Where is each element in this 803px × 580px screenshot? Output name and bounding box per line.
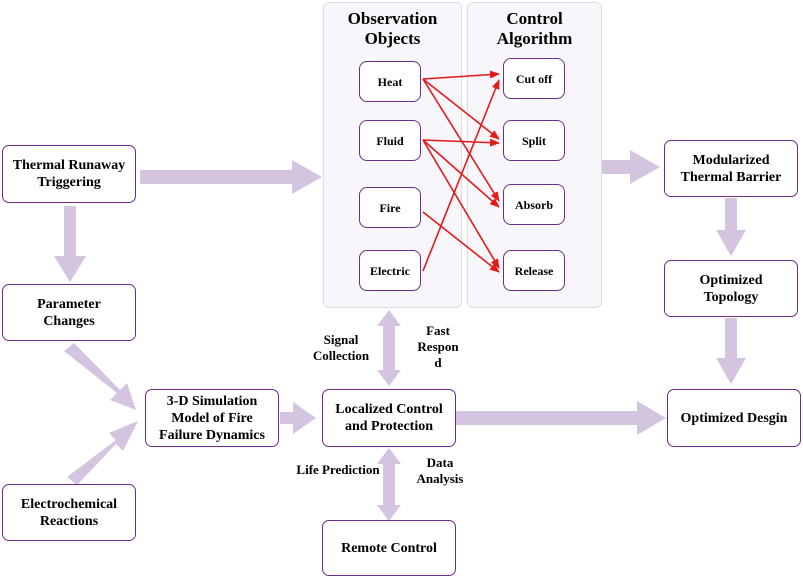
simulation-model-box: 3-D Simulation Model of Fire Failure Dyn… — [145, 389, 279, 447]
arrow-topology-to-design — [716, 318, 746, 384]
observation-fluid: Fluid — [359, 120, 421, 161]
arrow-triggering-to-parameter — [54, 206, 86, 282]
thermal-runaway-box: Thermal Runaway Triggering — [2, 145, 136, 203]
observation-electric: Electric — [359, 250, 421, 291]
control-release: Release — [503, 250, 565, 291]
data-analysis-label: Data Analysis — [416, 455, 464, 486]
localized-control-box: Localized Control and Protection — [322, 389, 456, 447]
modularized-barrier-box: Modularized Thermal Barrier — [664, 140, 798, 197]
arrow-simulation-to-localized — [280, 402, 316, 434]
arrow-control-to-barrier — [601, 150, 660, 184]
parameter-changes-box: Parameter Changes — [2, 284, 136, 341]
arrow-triggering-to-observation — [140, 160, 322, 194]
observation-objects-title: Observation Objects — [347, 9, 438, 48]
control-algorithm-title: Control Algorithm — [496, 9, 573, 48]
arrow-barrier-to-topology — [716, 198, 746, 256]
arrow-electrochemical-to-simulation — [67, 421, 138, 485]
optimized-topology-box: Optimized Topology — [664, 260, 798, 317]
electrochemical-box: Electrochemical Reactions — [2, 484, 136, 541]
arrow-parameter-to-simulation — [64, 343, 136, 410]
remote-control-box: Remote Control — [322, 520, 456, 576]
signal-collection-label: Signal Collection — [312, 332, 370, 363]
observation-fire: Fire — [359, 187, 421, 228]
optimized-design-box: Optimized Desgin — [667, 389, 801, 447]
control-split: Split — [503, 120, 565, 161]
observation-heat: Heat — [359, 61, 421, 102]
life-prediction-label: Life Prediction — [296, 462, 380, 477]
fast-respond-label: Fast Respon d — [417, 323, 459, 370]
arrow-localized-to-design — [432, 401, 666, 435]
control-absorb: Absorb — [503, 184, 565, 225]
control-cut-off: Cut off — [503, 58, 565, 99]
arrow-life-data-bidirectional — [377, 448, 401, 521]
arrow-signal-fast-bidirectional — [377, 310, 401, 386]
